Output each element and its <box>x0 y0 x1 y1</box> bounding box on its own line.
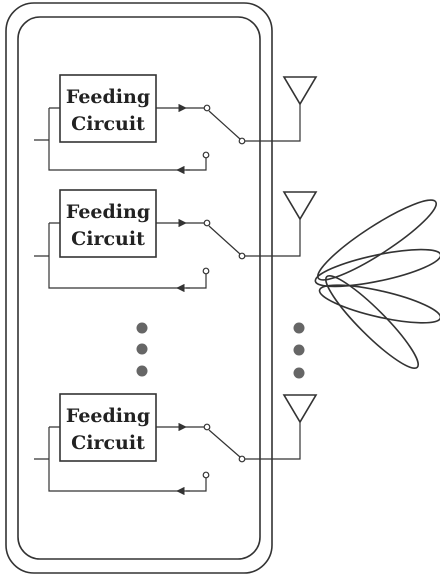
switch-arm <box>208 110 241 140</box>
feeding-circuit-label-line2: Circuit <box>71 113 145 135</box>
feeding-circuit-label-line2: Circuit <box>71 228 145 250</box>
beam-lobe <box>318 284 440 324</box>
switch-return-terminal <box>202 267 210 275</box>
antenna-icon <box>282 76 318 106</box>
beam-lobe <box>316 199 438 281</box>
channel-n: Feeding Circuit <box>34 393 318 496</box>
device-enclosure-outer <box>5 2 273 574</box>
ellipsis-dots-right <box>293 322 305 379</box>
switch-input-terminal <box>203 104 211 112</box>
bus-branch <box>34 107 178 171</box>
switch-pivot <box>238 137 246 145</box>
feeding-circuit-label-line2: Circuit <box>71 432 145 454</box>
switch-return-terminal <box>202 151 210 159</box>
feeding-circuit-label-line1: Feeding <box>66 405 150 427</box>
antenna-feed-line <box>245 219 301 257</box>
ellipsis-dots-left <box>136 322 148 377</box>
switch-arm <box>208 225 241 255</box>
return-path <box>186 478 207 492</box>
device-enclosure-inner <box>17 16 261 560</box>
bus-branch <box>34 426 178 492</box>
return-path <box>186 274 207 289</box>
switch-pivot <box>238 455 246 463</box>
antenna-feed-line <box>245 104 301 142</box>
switch-return-terminal <box>202 471 210 479</box>
radiation-pattern <box>314 199 440 369</box>
beam-lobe <box>314 248 440 288</box>
bus-branch <box>34 222 178 289</box>
switch-input-terminal <box>203 423 211 431</box>
switch-input-terminal <box>203 219 211 227</box>
antenna-feed-line <box>245 422 301 460</box>
antenna-icon <box>282 394 318 424</box>
return-path <box>186 158 207 171</box>
feeding-circuit-label-line1: Feeding <box>66 201 150 223</box>
switch-arm <box>208 429 241 458</box>
channel-1: Feeding Circuit <box>34 74 318 175</box>
beam-lobe <box>325 275 419 369</box>
switch-pivot <box>238 252 246 260</box>
antenna-icon <box>282 191 318 221</box>
feeding-circuit-label-line1: Feeding <box>66 86 150 108</box>
channel-2: Feeding Circuit <box>34 189 318 293</box>
